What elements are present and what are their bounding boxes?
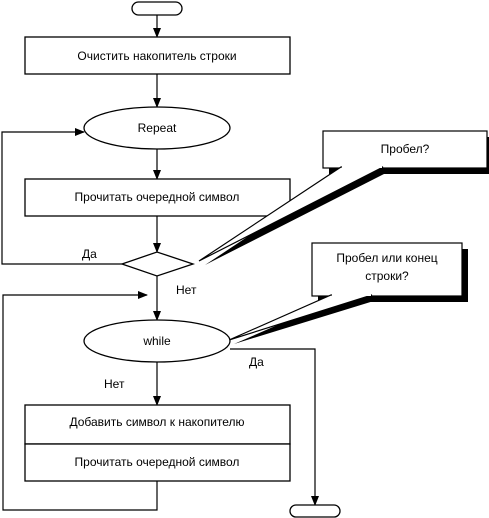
label-no-while: Нет — [104, 377, 125, 391]
connector-yes-loop-to-repeat — [1, 128, 122, 265]
connector-loop-back-to-while — [2, 291, 158, 511]
box-read-symbol-2 — [24, 443, 291, 482]
callout-space-or-end-pointer-shadow — [234, 300, 377, 344]
callout-space-label: Пробел? — [381, 142, 430, 156]
start-terminator — [131, 1, 183, 16]
callout-space-pointer-shadow — [205, 172, 388, 265]
box-read-symbol-1-label: Прочитать очередной символ — [75, 190, 240, 204]
label-no-repeat: Нет — [176, 283, 197, 297]
box-clear-accumulator-label: Очистить накопитель строки — [77, 49, 236, 63]
decision-diamond — [119, 251, 196, 277]
callout-space-or-end-label-line1: Пробел или конец — [336, 251, 437, 265]
label-yes-repeat: Да — [82, 247, 97, 261]
callout-space-box — [322, 130, 488, 169]
oval-repeat-label: Repeat — [138, 121, 177, 135]
end-terminator — [289, 504, 341, 518]
connector-while-yes-to-end — [230, 348, 319, 506]
label-yes-while: Да — [249, 355, 264, 369]
box-add-symbol — [24, 404, 291, 445]
callout-space-or-end-pointer — [228, 294, 373, 341]
box-read-symbol-2-label: Прочитать очередной символ — [75, 455, 240, 469]
oval-while-label: while — [142, 334, 171, 348]
box-read-symbol-1 — [24, 178, 291, 217]
box-add-symbol-label: Добавить символ к накопителю — [69, 415, 244, 429]
callout-space-or-end-box — [311, 242, 463, 297]
callout-space-or-end-label-line2: строки? — [365, 269, 409, 283]
